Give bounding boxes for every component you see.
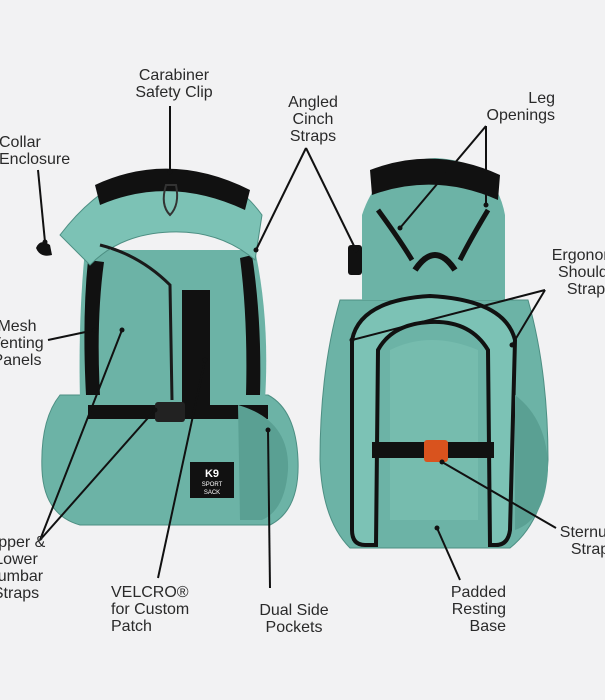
callout-line: Ergonomic xyxy=(551,247,605,264)
callout-line: Venting xyxy=(0,335,44,352)
callout-ergonomic-shoulder-straps: Ergonomic Shoulder Straps xyxy=(540,247,605,298)
callout-line: Resting xyxy=(451,601,506,618)
callout-line: Shoulder xyxy=(557,264,605,281)
callout-line: for Custom xyxy=(111,601,190,618)
callout-line: Openings xyxy=(486,107,556,124)
callout-line: Leg xyxy=(528,90,555,107)
callout-line: Straps xyxy=(566,281,605,298)
callout-angled-cinch-straps: Angled Cinch Straps xyxy=(278,94,348,145)
callout-line: Sternum xyxy=(559,524,605,541)
callout-line: Pockets xyxy=(265,619,323,636)
callout-velcro-custom-patch: VELCRO® for Custom Patch xyxy=(111,584,211,635)
leader-lines xyxy=(37,106,557,589)
callout-line: Straps xyxy=(0,585,40,602)
callout-collar-enclosure: Collar Enclosure xyxy=(0,134,89,168)
callout-leg-openings: Leg Openings xyxy=(465,90,556,124)
callout-line: Angled xyxy=(288,94,338,111)
callout-line: Base xyxy=(469,618,506,635)
patch-line-3: SACK xyxy=(204,490,220,496)
callout-line: Upper & xyxy=(0,534,46,551)
callout-line: Enclosure xyxy=(0,151,71,168)
callout-line: Strap xyxy=(570,541,605,558)
callout-line: Padded xyxy=(450,584,506,601)
patch-line-2: SPORT xyxy=(202,482,223,488)
callout-line: Collar xyxy=(0,134,41,151)
callout-line: Mesh xyxy=(0,318,37,335)
callout-line: Straps xyxy=(289,128,337,145)
callout-upper-lower-lumbar-straps: Upper & Lower Lumbar Straps xyxy=(0,534,54,602)
callout-line: Cinch xyxy=(292,111,334,128)
callout-line: VELCRO® xyxy=(111,584,189,601)
callout-dual-side-pockets: Dual Side Pockets xyxy=(248,602,340,636)
callout-padded-resting-base: Padded Resting Base xyxy=(430,584,506,635)
callout-line: Lumbar xyxy=(0,568,44,585)
callout-line: Dual Side xyxy=(259,602,329,619)
callout-line: Carabiner xyxy=(138,67,210,84)
velcro-strip xyxy=(182,290,210,405)
k9-patch xyxy=(190,462,234,498)
callout-line: Panels xyxy=(0,352,42,369)
callout-mesh-venting-panels: Mesh Venting Panels xyxy=(0,318,52,369)
callout-carabiner-safety-clip: Carabiner Safety Clip xyxy=(126,67,222,101)
backpack-front-view: K9 SPORT SACK xyxy=(36,168,299,526)
callout-sternum-strap: Sternum Strap xyxy=(550,524,605,558)
patch-line-1: K9 xyxy=(205,468,219,480)
callout-line: Patch xyxy=(111,618,152,635)
callout-line: Safety Clip xyxy=(135,84,213,101)
backpack-back-view xyxy=(319,158,549,549)
callout-line: Lower xyxy=(0,551,38,568)
